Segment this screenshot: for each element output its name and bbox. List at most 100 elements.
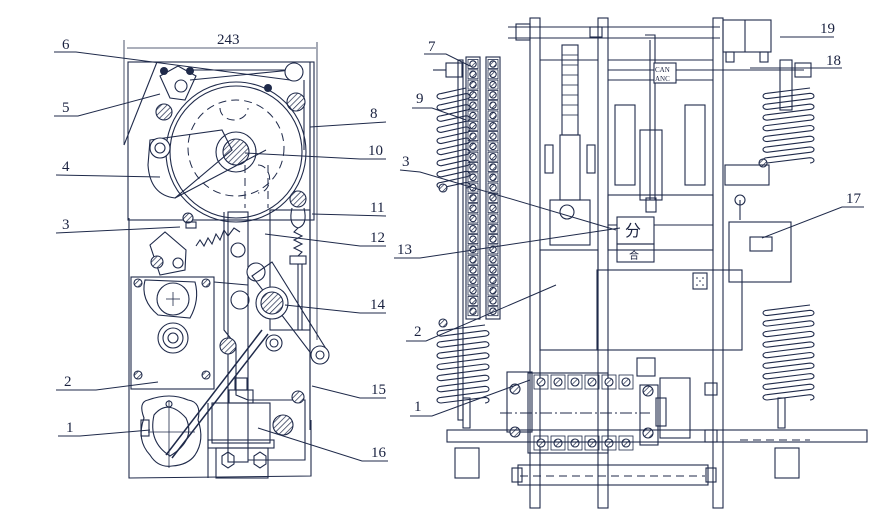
terminal-cell	[467, 59, 479, 69]
left-view-callouts: 6 5 4 3 2 1 8 10 11 12 14 15 16	[54, 37, 388, 462]
terminal-cell	[487, 162, 499, 172]
callout-2-right: 2	[414, 324, 422, 340]
callout-16: 16	[371, 445, 387, 461]
terminal-cell	[487, 234, 499, 245]
terminal-screw	[489, 266, 497, 274]
nameplate-text-2: ANC	[655, 75, 670, 83]
callout-19: 19	[820, 21, 835, 37]
terminal-screw	[489, 204, 497, 212]
terminal-screw	[489, 111, 497, 120]
terminal-screw	[469, 111, 477, 120]
terminal-screw	[469, 163, 477, 171]
indicator-open-text: 分	[625, 222, 641, 240]
terminal-cell	[467, 90, 479, 100]
terminal-cell	[487, 172, 499, 183]
aux-cell	[618, 435, 634, 451]
terminal-cell	[467, 120, 479, 131]
terminal-screw	[489, 60, 497, 68]
terminal-screw	[469, 276, 477, 285]
gear-rack	[544, 44, 596, 246]
indicator-close-text: 合	[629, 249, 639, 262]
callout-3-right: 3	[402, 154, 410, 170]
terminal-screw	[489, 152, 497, 161]
aux-cell	[618, 374, 634, 390]
terminal-screw	[469, 60, 477, 68]
terminal-cell	[467, 151, 479, 162]
callout-15: 15	[371, 382, 386, 398]
terminal-cell	[467, 265, 479, 275]
main-shaft-lever	[246, 261, 330, 365]
terminal-cell	[487, 254, 499, 265]
terminal-screw	[469, 142, 477, 151]
terminal-screw	[489, 225, 497, 233]
aux-cell	[550, 374, 566, 390]
aux-cell	[550, 435, 566, 451]
terminal-screw	[469, 297, 477, 305]
terminal-cell	[467, 131, 479, 142]
terminal-cell	[467, 254, 479, 265]
terminal-cell	[467, 192, 479, 203]
housing-block	[539, 249, 743, 351]
aux-screw	[604, 377, 614, 387]
terminal-cell	[487, 90, 499, 100]
aux-screw	[553, 438, 563, 448]
inner-mechanism	[607, 34, 714, 251]
terminal-cell	[487, 120, 499, 131]
terminal-cell	[487, 244, 499, 255]
terminal-screw	[489, 91, 497, 99]
terminal-cell	[467, 234, 479, 245]
terminal-screw	[489, 132, 497, 140]
left-view: 243	[54, 32, 388, 479]
side-plate	[130, 276, 249, 390]
terminal-screw	[469, 225, 477, 233]
aux-screw	[570, 377, 580, 387]
terminal-cell	[467, 69, 479, 80]
callout-3-left: 3	[62, 217, 70, 233]
callout-1-left: 1	[66, 420, 74, 436]
callout-17: 17	[846, 191, 862, 207]
terminal-cell	[487, 110, 499, 121]
terminal-screw	[469, 152, 477, 161]
aux-screw	[536, 438, 546, 448]
callout-7: 7	[428, 39, 436, 55]
aux-screw	[587, 377, 597, 387]
terminal-cell	[467, 213, 479, 224]
aux-cell	[584, 374, 600, 390]
terminal-screw	[489, 286, 497, 295]
terminal-screw	[489, 245, 497, 254]
top-shaft	[508, 19, 772, 63]
terminal-screw	[469, 132, 477, 140]
right-springs	[724, 59, 815, 401]
terminal-cell	[467, 306, 479, 317]
callout-18: 18	[826, 53, 841, 69]
terminal-screw	[489, 70, 497, 79]
terminal-screw	[489, 214, 497, 223]
callout-4: 4	[62, 159, 70, 175]
terminal-screw	[489, 122, 497, 130]
terminal-screw	[469, 204, 477, 212]
aux-screw	[621, 377, 631, 387]
dimension-243: 243	[123, 32, 318, 340]
terminal-strip	[465, 56, 501, 320]
motor-flange	[140, 395, 202, 468]
right-plate	[248, 390, 306, 461]
terminal-screw	[469, 255, 477, 264]
terminal-cell	[487, 141, 499, 152]
callout-12: 12	[370, 230, 385, 246]
callout-5: 5	[62, 100, 70, 116]
terminal-cell	[467, 203, 479, 214]
terminal-cell	[467, 285, 479, 296]
terminal-screw	[469, 286, 477, 295]
aux-screw	[553, 377, 563, 387]
nameplate: CAN ANC	[653, 62, 677, 84]
gear-reducer	[207, 377, 275, 479]
callout-11: 11	[370, 200, 384, 216]
terminal-cell	[487, 275, 499, 286]
terminal-cell	[467, 223, 479, 234]
terminal-screw	[469, 214, 477, 223]
callout-10: 10	[368, 143, 383, 159]
terminal-cell	[467, 79, 479, 90]
callout-1-right: 1	[414, 399, 422, 415]
terminal-cell	[487, 100, 499, 111]
terminal-cell	[487, 203, 499, 214]
